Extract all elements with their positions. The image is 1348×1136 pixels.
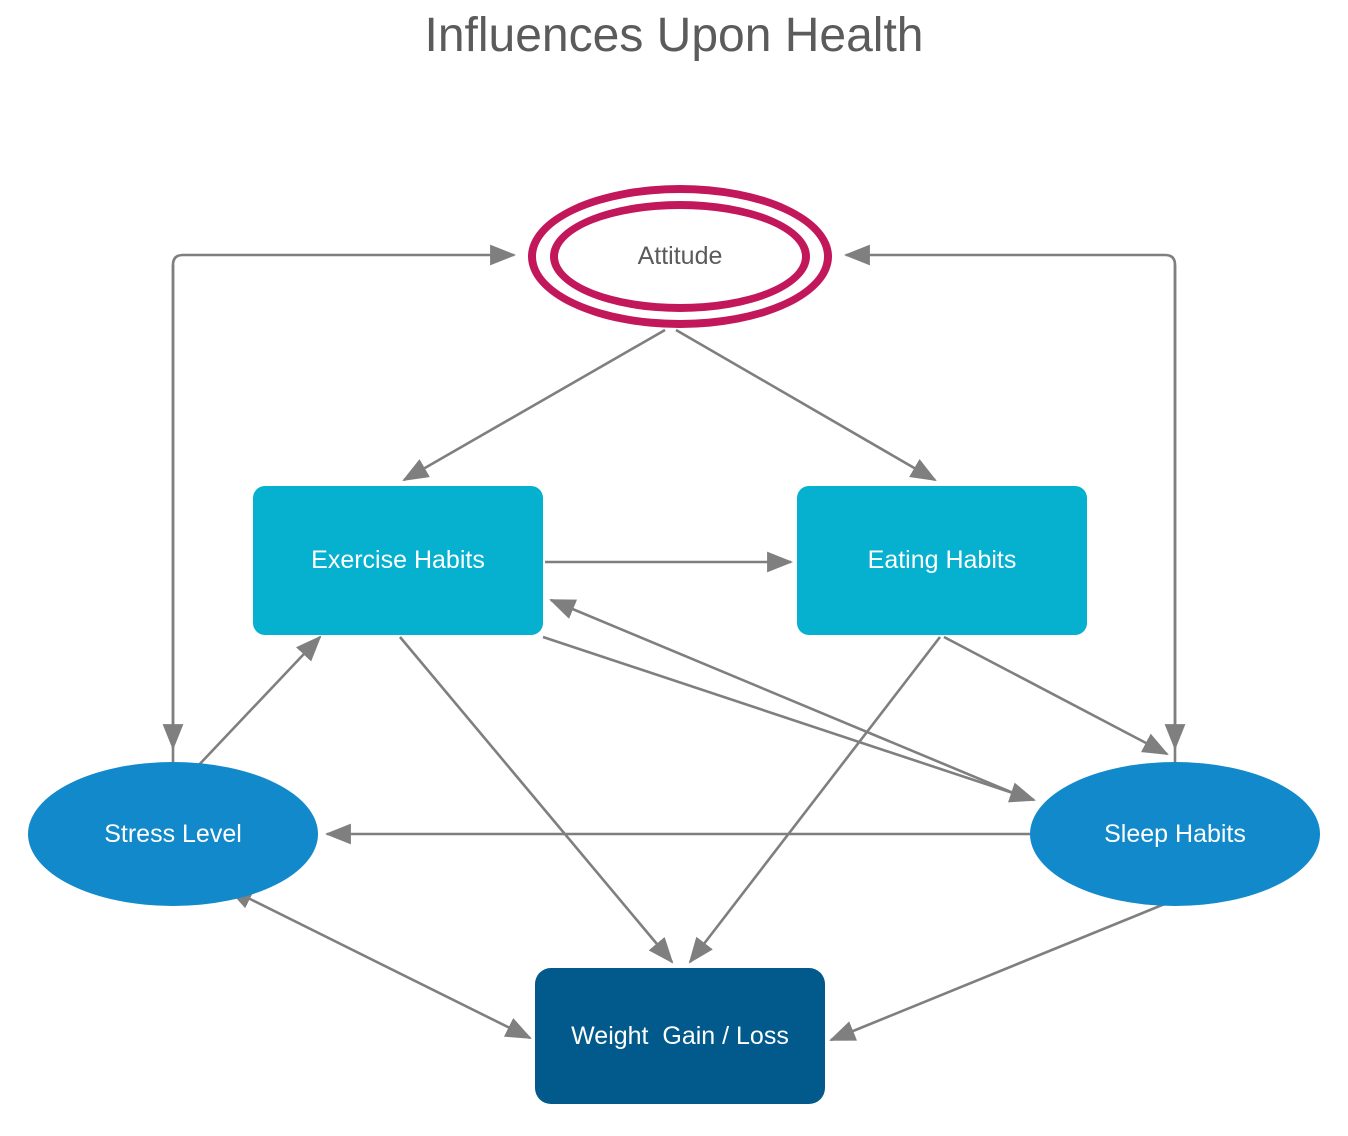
edge-sleep-to-exercise (549, 598, 1031, 802)
attitude-inner-ellipse (550, 201, 810, 312)
edge-eating-to-sleep (943, 635, 1169, 756)
edge-exercise-to-sleep (542, 635, 1036, 803)
node-sleep-habits-label: Sleep Habits (1104, 819, 1246, 848)
node-eating-habits-label: Eating Habits (867, 546, 1017, 575)
edge-sleep-to-attitude (843, 244, 1177, 790)
edge-stress-to-exercise (195, 635, 322, 769)
node-attitude[interactable]: Attitude (528, 185, 832, 328)
page-title: Influences Upon Health (424, 9, 924, 62)
edge-stress-weight-bidirectional (226, 887, 532, 1040)
edge-attitude-to-exercise (402, 328, 666, 482)
edge-eating-to-weight (688, 636, 942, 964)
node-exercise-habits[interactable]: Exercise Habits (253, 486, 543, 635)
edge-stress-to-attitude (171, 244, 517, 790)
node-weight-gain-loss[interactable]: Weight Gain / Loss (535, 968, 825, 1104)
node-sleep-habits[interactable]: Sleep Habits (1030, 762, 1320, 906)
edge-exercise-to-weight (399, 636, 674, 964)
edge-attitude-to-eating (675, 328, 937, 482)
node-weight-gain-loss-label: Weight Gain / Loss (571, 1021, 789, 1050)
node-stress-level-label: Stress Level (104, 819, 242, 848)
node-exercise-habits-label: Exercise Habits (311, 546, 485, 575)
node-stress-level[interactable]: Stress Level (28, 762, 318, 906)
node-eating-habits[interactable]: Eating Habits (797, 486, 1087, 635)
edge-sleep-to-weight (829, 899, 1173, 1042)
